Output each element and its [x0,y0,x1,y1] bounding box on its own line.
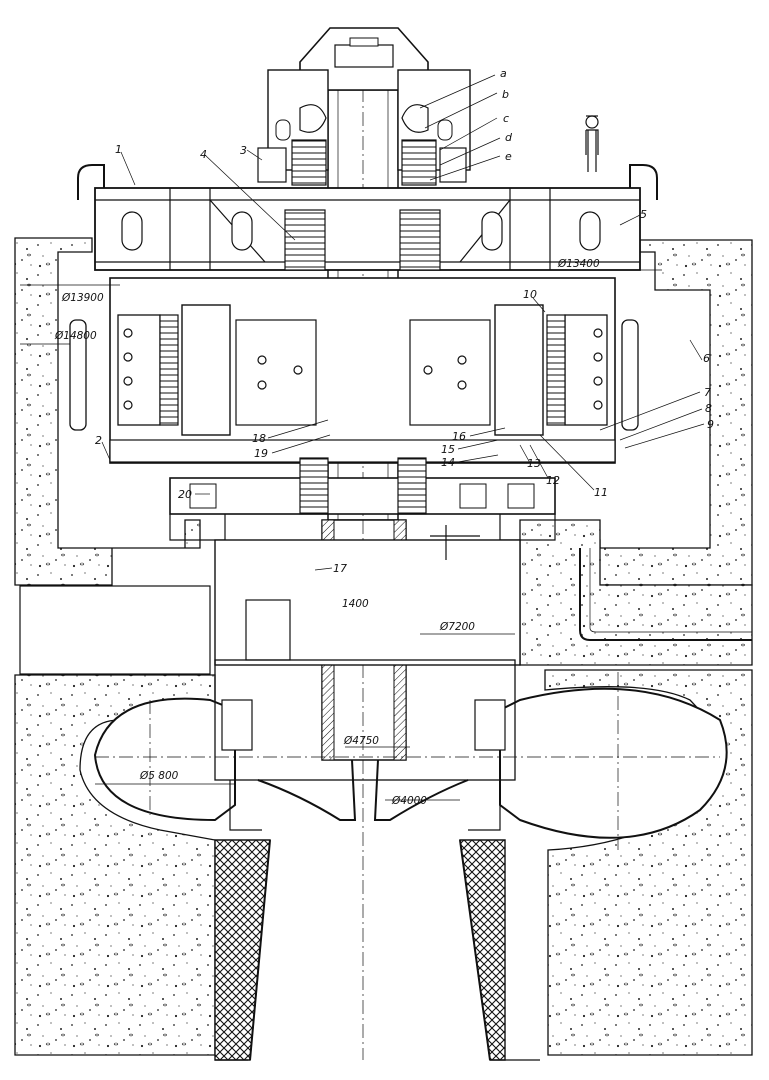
label-7: 7 [704,386,711,399]
label-2: 2 [95,434,102,447]
dim-13400: Ø13400 [557,258,600,270]
spiral-casing [93,672,728,850]
dim-4000: Ø4000 [391,795,427,807]
label-17: 17 [333,562,347,575]
dimension-labels: Ø13400 Ø13900 Ø14800 Ø7200 Ø5 800 Ø4750 … [54,258,600,807]
label-20: 20 [178,488,192,501]
turbine-runner [214,659,516,831]
label-8: 8 [705,402,712,415]
label-11: 11 [594,486,608,499]
turbine-pit [19,525,752,675]
label-c: c [503,112,509,125]
draft-tube [214,839,540,1061]
leader-lines [101,74,705,571]
label-13: 13 [527,457,541,470]
dim-13900: Ø13900 [61,292,104,304]
dimension-lines [20,269,662,801]
label-6: 6 [703,352,710,365]
label-e: e [505,150,512,163]
number-labels: 1 2 3 4 5 6 7 8 9 10 11 12 13 14 15 16 1… [95,143,714,575]
label-4: 4 [200,148,207,161]
label-b: b [502,88,509,101]
letter-labels: a b c d e [500,67,513,163]
upper-bracket [77,164,658,271]
label-10: 10 [523,288,537,301]
label-9: 9 [707,418,714,431]
label-d: d [505,131,513,144]
lower-bracket [169,457,556,541]
label-15: 15 [441,443,455,456]
stator-bolts [123,328,603,410]
label-3: 3 [240,144,247,157]
label-5: 5 [640,208,647,221]
label-18: 18 [252,432,266,445]
dim-4750: Ø4750 [343,735,379,747]
dim-7200: Ø7200 [439,621,475,633]
label-12: 12 [546,474,560,487]
dim-5800: Ø5 800 [139,770,179,782]
dim-shaft: 1400 [342,598,369,610]
top-exciter [257,27,471,186]
label-16: 16 [452,430,466,443]
label-14: 14 [441,456,455,469]
concrete-foundation [14,237,753,1056]
label-a: a [500,67,507,80]
generator [69,277,639,464]
dim-14800: Ø14800 [54,330,97,342]
label-1: 1 [115,143,122,156]
label-19: 19 [254,447,268,460]
person-figure [585,115,599,172]
